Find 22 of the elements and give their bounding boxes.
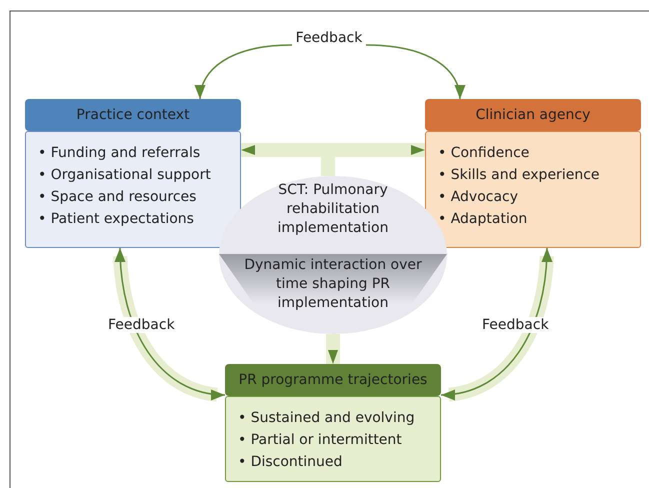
bullet-item: • Sustained and evolving <box>238 409 415 428</box>
bullet-item: • Confidence <box>438 144 530 163</box>
ellipse-title: SCT: Pulmonary rehabilitation implementation <box>276 181 390 238</box>
card-header: Practice context <box>25 99 241 131</box>
bullet-item: • Discontinued <box>238 453 342 472</box>
bullet-item: • Advocacy <box>438 188 518 207</box>
feedback-label: Feedback <box>294 29 364 48</box>
arrow <box>115 248 226 400</box>
card-header: Clinician agency <box>425 99 641 131</box>
bullet-item: • Organisational support <box>38 166 211 185</box>
arrow <box>440 248 552 400</box>
bullet-item: • Partial or intermittent <box>238 431 402 450</box>
bullet-item: • Adaptation <box>438 210 528 229</box>
connector-band <box>326 334 340 364</box>
bullet-item: • Skills and experience <box>438 166 600 185</box>
arrow <box>366 44 464 100</box>
card-header: PR programme trajectories <box>225 364 441 396</box>
bullet-item: • Patient expectations <box>38 210 194 229</box>
arrow <box>196 44 292 100</box>
bullet-item: • Space and resources <box>38 188 196 207</box>
bullet-item: • Funding and referrals <box>38 144 200 163</box>
ellipse-subtitle: Dynamic interaction over time shaping PR implementation <box>243 256 423 313</box>
